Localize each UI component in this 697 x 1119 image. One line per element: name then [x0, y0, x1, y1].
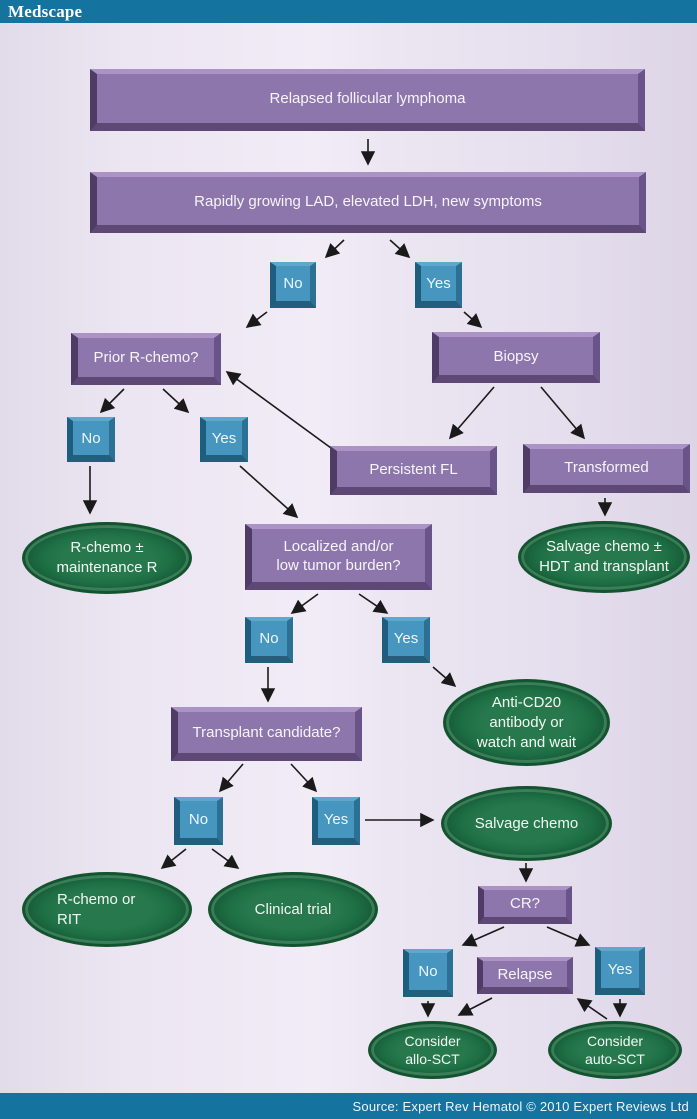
node-localized-low-tumor-burden: Localized and/or low tumor burden? [245, 524, 432, 590]
node-label: Persistent FL [369, 460, 458, 478]
arrow-biopsy-to-transformed [540, 386, 586, 440]
decision-no-5: No [403, 949, 453, 997]
arrow-cr-to-no5 [461, 926, 505, 947]
arrow-prior-to-no2 [99, 388, 125, 414]
decision-yes-4: Yes [312, 797, 360, 845]
node-label-line: R-chemo ± [70, 539, 144, 556]
node-label: Biopsy [493, 347, 539, 365]
node-transplant-candidate: Transplant candidate? [171, 707, 362, 761]
node-label-line: RIT [57, 910, 82, 928]
arrow-prior-to-yes2 [162, 388, 190, 414]
arrow-yes2-to-localized [239, 465, 299, 519]
arrow-yes1-to-biopsy [463, 311, 483, 329]
node-label: No [188, 811, 209, 828]
decision-no-1: No [270, 262, 316, 308]
node-label-line: antibody or [489, 713, 564, 731]
outcome-consider-allo-sct: Consider allo-SCT [368, 1021, 497, 1079]
arrow-no1-to-prior [245, 311, 268, 328]
node-label-line: auto-SCT [585, 1051, 645, 1067]
node-label: Salvage chemo [474, 814, 579, 832]
node-label: Yes [426, 275, 451, 292]
header-bar: Medscape [0, 0, 697, 23]
node-label: Yes [393, 630, 419, 647]
outcome-salvage-chemo-hdt-transplant: Salvage chemo ± HDT and transplant [518, 521, 690, 593]
decision-yes-3: Yes [382, 617, 430, 663]
node-label-line: R-chemo or [57, 890, 136, 908]
node-biopsy: Biopsy [432, 332, 600, 383]
node-label: Yes [607, 961, 633, 978]
arrow-rapidly-to-no1 [324, 239, 345, 259]
node-label: Prior R-chemo? [93, 349, 199, 366]
node-label-line: Anti-CD20 [491, 693, 562, 711]
node-label-line: Consider [586, 1033, 644, 1049]
outcome-anti-cd20-watch-and-wait: Anti-CD20 antibody or watch and wait [443, 679, 610, 766]
node-label: Transplant candidate? [192, 724, 341, 741]
node-label-line: maintenance R [56, 559, 158, 576]
arrow-transplant-to-no4 [218, 763, 244, 793]
node-label: Yes [323, 811, 349, 828]
node-persistent-fl: Persistent FL [330, 446, 497, 495]
node-relapse: Relapse [477, 957, 573, 994]
node-label-line: allo-SCT [405, 1051, 460, 1067]
arrow-no4-to-clinical [211, 848, 240, 869]
node-label-line: Salvage chemo ± [546, 538, 662, 555]
node-label: CR? [509, 895, 540, 912]
node-label: No [259, 630, 279, 647]
outcome-clinical-trial: Clinical trial [208, 872, 378, 947]
node-label: Clinical trial [254, 900, 332, 918]
node-label: Relapse [497, 965, 553, 983]
arrow-biopsy-to-persistent [448, 386, 495, 440]
node-cr: CR? [478, 886, 572, 924]
arrow-transplant-to-yes4 [290, 763, 318, 793]
node-label: Relapsed follicular lymphoma [269, 90, 466, 107]
outcome-salvage-chemo: Salvage chemo [441, 786, 612, 861]
outcome-consider-auto-sct: Consider auto-SCT [548, 1021, 682, 1079]
arrow-cr-to-yes5 [546, 926, 591, 947]
node-label: No [81, 429, 101, 447]
node-prior-r-chemo: Prior R-chemo? [71, 333, 221, 385]
arrow-no4-to-rchemo-rit [160, 848, 187, 869]
node-label: No [418, 963, 438, 980]
node-label-line: Localized and/or [283, 537, 394, 555]
node-label: Transformed [564, 458, 649, 476]
source-text: Source: Expert Rev Hematol © 2010 Expert… [352, 1098, 689, 1114]
decision-yes-1: Yes [415, 262, 462, 308]
node-label: Yes [211, 429, 237, 447]
decision-no-4: No [174, 797, 223, 845]
node-label-line: HDT and transplant [539, 558, 669, 575]
node-transformed: Transformed [523, 444, 690, 493]
decision-yes-5: Yes [595, 947, 645, 995]
outcome-r-chemo-or-rit: R-chemo or RIT [22, 872, 192, 947]
medscape-logo: Medscape [8, 2, 83, 21]
node-relapsed-follicular-lymphoma: Relapsed follicular lymphoma [90, 69, 645, 131]
node-label: No [283, 275, 303, 292]
node-label: Rapidly growing LAD, elevated LDH, new s… [194, 192, 542, 210]
outcome-r-chemo-maintenance: R-chemo ± maintenance R [22, 522, 192, 594]
decision-yes-2: Yes [200, 417, 248, 462]
arrow-localized-to-yes3 [358, 593, 389, 614]
node-label-line: Consider [404, 1033, 461, 1049]
decision-no-2: No [67, 417, 115, 462]
node-label-line: low tumor burden? [276, 556, 401, 574]
arrow-yes3-to-anti-cd20 [432, 666, 457, 688]
arrow-localized-to-no3 [290, 593, 319, 614]
decision-no-3: No [245, 617, 293, 663]
node-label-line: watch and wait [476, 733, 577, 751]
arrow-auto-to-relapse [576, 998, 608, 1020]
node-rapidly-growing-lad: Rapidly growing LAD, elevated LDH, new s… [90, 172, 646, 233]
footer-bar: Source: Expert Rev Hematol © 2010 Expert… [0, 1093, 697, 1119]
arrow-relapse-to-allo [457, 997, 493, 1016]
arrow-rapidly-to-yes1 [389, 239, 411, 259]
